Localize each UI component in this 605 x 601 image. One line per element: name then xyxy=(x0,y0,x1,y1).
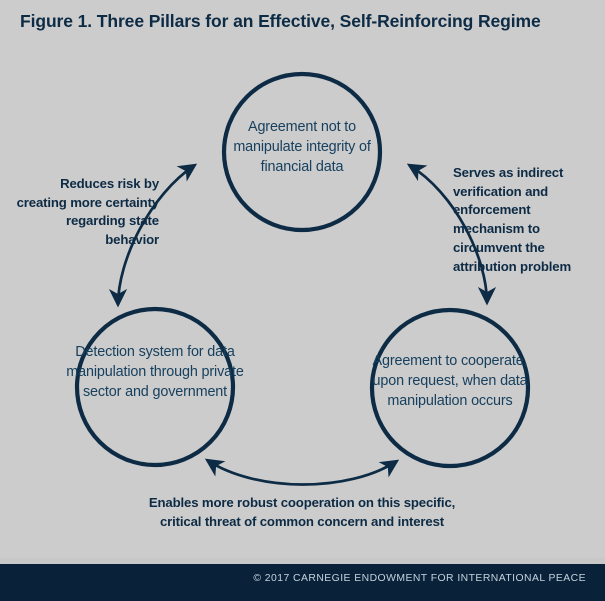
edge-label-indirect-verification: Serves as indirect verification and enfo… xyxy=(453,165,572,274)
footer-divider xyxy=(0,558,605,564)
footer-copyright: © 2017 CARNEGIE ENDOWMENT FOR INTERNATIO… xyxy=(253,573,586,584)
node-label-detection-system: Detection system for data manipulation t… xyxy=(66,344,244,400)
node-label-agreement-cooperate: Agreement to cooperate, upon request, wh… xyxy=(372,353,528,409)
edge-label-robust-cooperation: Enables more robust cooperation on this … xyxy=(148,495,456,529)
node-label-agreement-integrity: Agreement not to manipulate integrity of… xyxy=(233,119,371,175)
edge-arrow-bottom xyxy=(204,458,400,486)
figure-title: Figure 1. Three Pillars for an Effective… xyxy=(20,11,541,31)
footer-bar xyxy=(0,564,605,601)
edge-label-reduces-risk: Reduces risk by creating more certainty … xyxy=(16,176,160,248)
